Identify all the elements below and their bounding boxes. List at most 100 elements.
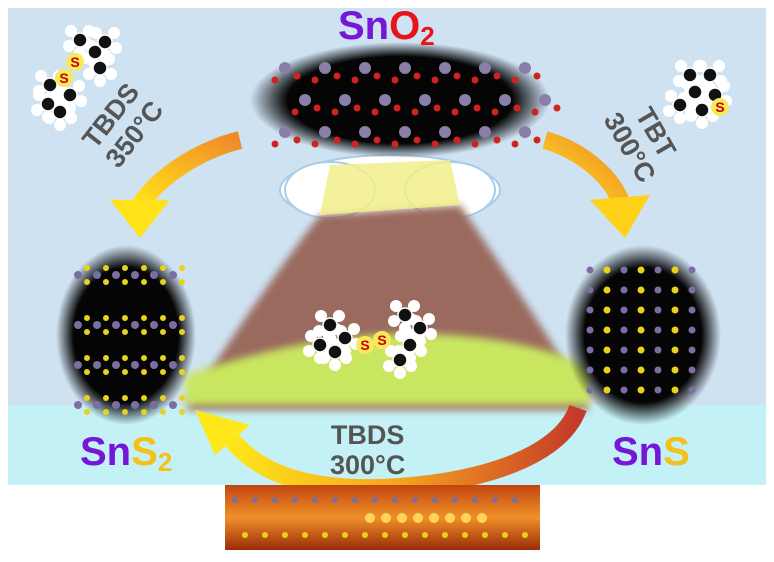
oxygen-atom	[453, 136, 461, 144]
hydrogen-atom	[33, 89, 45, 101]
oxygen-atom	[271, 140, 279, 148]
tin-atom	[688, 306, 696, 314]
arrowhead-left	[110, 200, 170, 238]
sulfur-atom	[160, 355, 166, 361]
tin-atom	[93, 401, 101, 409]
hydrogen-atom	[385, 345, 397, 357]
tin-atom	[586, 366, 594, 374]
tin-atom	[272, 497, 278, 503]
oxygen-atom	[453, 72, 461, 80]
volcano-plume	[320, 160, 460, 215]
tin-atom	[112, 271, 120, 279]
tin-atom	[359, 126, 371, 138]
carbon-atom	[687, 84, 703, 100]
oxygen-atom	[511, 76, 519, 84]
sulfur-atom	[671, 346, 679, 354]
tin-atom	[112, 401, 120, 409]
o-text: O	[389, 4, 421, 48]
sulfur-atom	[55, 69, 73, 87]
sulfur-atom	[382, 532, 388, 538]
oxygen-atom	[311, 76, 319, 84]
hydrogen-atom	[53, 95, 65, 107]
tin-atom	[169, 321, 177, 329]
hydrogen-atom	[685, 105, 697, 117]
carbon-atom	[392, 352, 408, 368]
hydrogen-atom	[718, 80, 730, 92]
carbon-atom	[412, 320, 428, 336]
carbon-atom	[322, 317, 338, 333]
sulfur-atom	[671, 266, 679, 274]
tin-atom	[399, 62, 411, 74]
tin-atom	[169, 361, 177, 369]
hydrogen-atom	[700, 80, 712, 92]
tin-atom	[74, 401, 82, 409]
oxygen-atom	[373, 136, 381, 144]
oxygen-atom	[373, 72, 381, 80]
strip-atoms	[232, 497, 528, 538]
sulfur-atom	[179, 355, 185, 361]
tin-atom	[339, 94, 351, 106]
carbon-atom	[694, 102, 710, 118]
sulfur-label: S	[70, 54, 79, 70]
sulfur-atom	[637, 306, 645, 314]
hydrogen-atom	[63, 40, 75, 52]
tin-atom	[620, 266, 628, 274]
subscript: 2	[420, 21, 435, 51]
sulfur-atom	[637, 286, 645, 294]
sns-label: SnS	[612, 430, 690, 474]
sulfur-atom	[122, 265, 128, 271]
oxygen-atom	[431, 76, 439, 84]
tin-atom	[279, 62, 291, 74]
tin-atom	[586, 326, 594, 334]
tin-atom	[419, 94, 431, 106]
sulfur-atom	[103, 279, 109, 285]
oxygen-atom	[471, 76, 479, 84]
tin-atom	[131, 271, 139, 279]
tin-atom	[620, 346, 628, 354]
carbon-atom	[702, 67, 718, 83]
hydrogen-atom	[695, 60, 707, 72]
hydrogen-atom	[54, 119, 66, 131]
tin-atom	[93, 321, 101, 329]
tin-atom	[688, 346, 696, 354]
oxygen-atom	[351, 140, 359, 148]
tin-atom	[319, 62, 331, 74]
hydrogen-atom	[105, 68, 117, 80]
carbon-atom	[337, 330, 353, 346]
tin-atom	[586, 386, 594, 394]
oxygen-atom	[513, 104, 521, 112]
sulfur-atom	[342, 532, 348, 538]
temperature: 300°C	[330, 450, 406, 480]
oxygen-atom	[293, 72, 301, 80]
sno2-atoms	[271, 62, 561, 148]
hydrogen-atom	[696, 117, 708, 129]
sulfur-atom	[179, 395, 185, 401]
oxygen-atom	[293, 136, 301, 144]
sulfur-atom	[122, 369, 128, 375]
sulfur-atom	[122, 395, 128, 401]
tin-atom	[169, 271, 177, 279]
sulfur-atom	[603, 386, 611, 394]
sulfur-atom	[103, 395, 109, 401]
tin-atom	[620, 386, 628, 394]
sulfur-atom	[637, 346, 645, 354]
tin-atom	[379, 94, 391, 106]
sulfur-atom	[160, 395, 166, 401]
sulfur-atom	[603, 266, 611, 274]
tin-atom	[654, 366, 662, 374]
hydrogen-atom	[674, 112, 686, 124]
sulfur-atom	[122, 315, 128, 321]
arrow-right	[542, 131, 629, 204]
tin-atom	[472, 497, 478, 503]
sulfur-atom	[160, 279, 166, 285]
carbon-atom	[92, 60, 108, 76]
tin-atom	[150, 321, 158, 329]
tin-atom	[654, 326, 662, 334]
sulfur-atom	[603, 326, 611, 334]
oxygen-atom	[533, 72, 541, 80]
carbon-atom	[62, 87, 78, 103]
sulfur-atom	[603, 286, 611, 294]
hydrogen-atom	[408, 300, 420, 312]
oxygen-atom	[393, 104, 401, 112]
